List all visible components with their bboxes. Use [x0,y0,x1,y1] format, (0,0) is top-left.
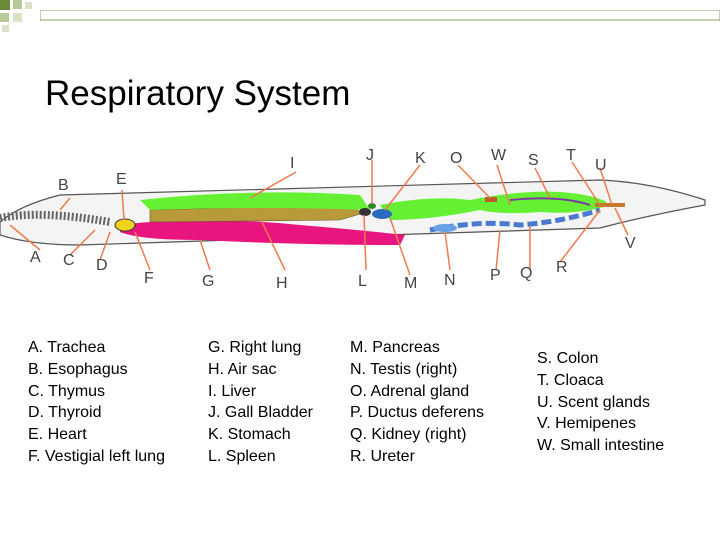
stomach-shape [372,209,392,219]
legend-item: O. Adrenal gland [350,382,470,400]
legend-column-2: G. Right lung H. Air sac I. Liver J. Gal… [208,337,313,468]
pointer-lines [9,160,629,276]
legend-item: L. Spleen [208,447,276,465]
diagram-label-q: Q [520,265,532,282]
diagram-label-j: J [366,147,374,164]
snake-anatomy-diagram: A B C D E F G H I J K L M N O P Q R S T … [0,147,706,292]
diagram-label-n: N [444,272,456,289]
diagram-label-t: T [566,147,576,164]
heart-shape [114,218,136,232]
diagram-label-e: E [116,171,127,188]
diagram-label-l: L [358,273,367,290]
liver-shape [140,192,370,210]
legend-item: I. Liver [208,382,257,400]
diagram-label-p: P [490,267,501,284]
right-lung-shape [120,220,405,245]
diagram-label-s: S [528,152,539,169]
diagram-label-o: O [450,150,462,167]
diagram-label-w: W [491,147,507,164]
corner-decoration [0,0,32,32]
diagram-label-u: U [595,157,607,174]
legend-item: U. Scent glands [537,393,650,411]
legend-item: F. Vestigial left lung [28,447,165,465]
legend-item: C. Thymus [28,382,106,400]
diagram-label-m: M [404,275,417,292]
diagram-label-c: C [63,252,75,269]
colon-shape [509,197,591,206]
gall-bladder-shape [368,203,376,209]
kidney-shape [429,207,601,233]
diagram-label-b: B [58,177,69,194]
diagram-label-i: I [290,155,294,172]
legend-item: A. Trachea [28,339,106,356]
diagram-label-f: F [144,270,154,287]
legend-item: S. Colon [537,350,599,367]
diagram-label-d: D [96,257,108,274]
legend-item: D. Thyroid [28,404,102,422]
legend-item: W. Small intestine [537,437,665,455]
legend-column-1: A. Trachea B. Esophagus C. Thymus D. Thy… [28,337,165,468]
legend-column-4: S. Colon T. Cloaca U. Scent glands V. He… [537,348,664,457]
legend-item: G. Right lung [208,339,302,356]
diagram-label-h: H [276,275,288,292]
diagram-label-g: G [202,273,214,290]
legend-item: H. Air sac [208,360,277,378]
legend-column-3: M. Pancreas N. Testis (right) O. Adrenal… [350,337,484,468]
legend-item: V. Hemipenes [537,415,637,433]
legend-item: N. Testis (right) [350,360,458,378]
testis-shape [433,224,457,232]
trachea-shape [0,210,111,226]
adrenal-shape [485,197,497,202]
header-rule [40,10,720,21]
spleen-shape [359,208,371,216]
legend-item: J. Gall Bladder [208,404,313,422]
legend-item: P. Ductus deferens [350,404,485,422]
legend-item: B. Esophagus [28,360,128,378]
diagram-label-k: K [415,150,426,167]
legend-item: T. Cloaca [537,371,604,389]
diagram-label-v: V [625,235,636,252]
legend-item: R. Ureter [350,447,415,465]
page-title: Respiratory System [45,74,351,113]
legend-item: E. Heart [28,426,87,444]
diagram-label-a: A [30,249,41,266]
legend-item: Q. Kidney (right) [350,426,467,444]
legend-item: M. Pancreas [350,339,440,356]
legend-item: K. Stomach [208,426,291,444]
diagram-label-r: R [556,259,568,276]
